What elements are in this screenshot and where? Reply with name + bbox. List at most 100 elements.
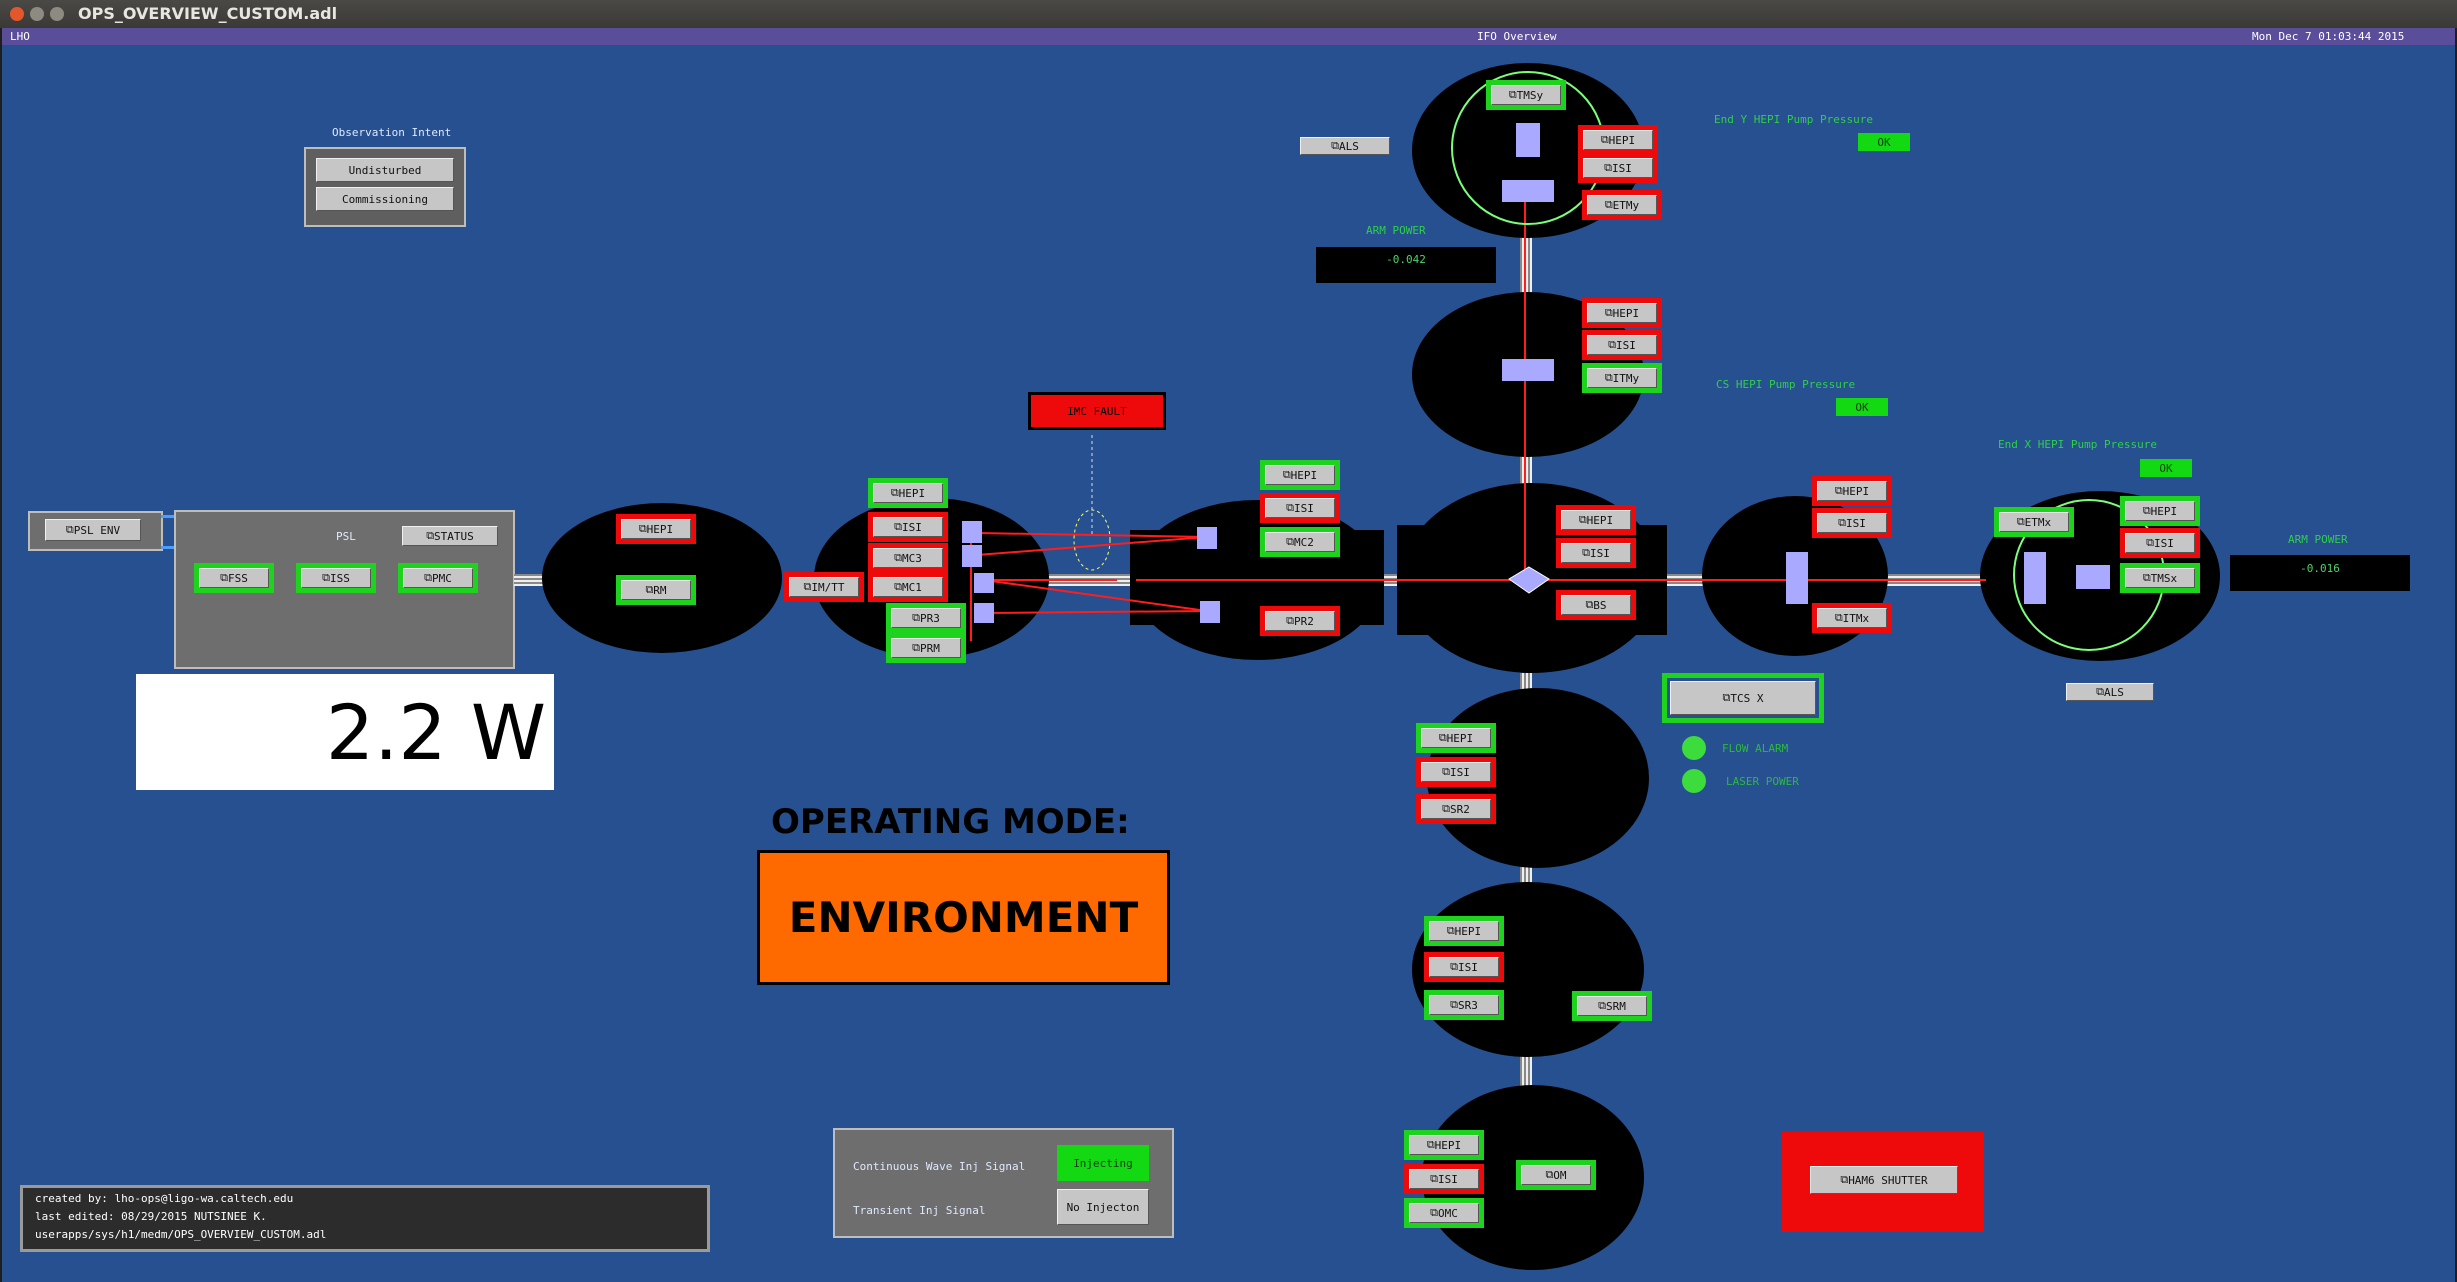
srm-button[interactable]: ⧉SRM xyxy=(1577,996,1647,1016)
im-tt-indicator: ⧉IM/TT xyxy=(784,572,864,602)
bsc2-isi-indicator: ⧉ISI xyxy=(1556,538,1636,568)
sr2-button[interactable]: ⧉SR2 xyxy=(1421,799,1491,819)
iss-label: ISS xyxy=(329,571,350,585)
itmx-hepi-button[interactable]: ⧉HEPI xyxy=(1817,481,1887,501)
endy-als-button[interactable]: ⧉ALS xyxy=(1300,137,1390,155)
mc2-button[interactable]: ⧉MC2 xyxy=(1265,532,1335,552)
ham6-shutter-button[interactable]: ⧉HAM6 SHUTTER xyxy=(1810,1166,1958,1194)
endx-als-button[interactable]: ⧉ALS xyxy=(2066,683,2154,701)
tmsy-indicator: ⧉TMSy xyxy=(1486,80,1566,110)
omc-label: OMC xyxy=(1437,1206,1458,1220)
pr2-optic xyxy=(1200,601,1220,623)
endy-hepi-button[interactable]: ⧉HEPI xyxy=(1583,130,1653,150)
omc-button[interactable]: ⧉OMC xyxy=(1409,1203,1479,1223)
tcs-x-button[interactable]: ⧉TCS X xyxy=(1670,681,1816,715)
tmsx-indicator: ⧉TMSx xyxy=(2120,563,2200,593)
tmsx-label: TMSx xyxy=(2150,571,2178,585)
etmx-button[interactable]: ⧉ETMx xyxy=(1999,512,2069,532)
pr2-button[interactable]: ⧉PR2 xyxy=(1265,611,1335,631)
rm-button[interactable]: ⧉RM xyxy=(621,580,691,600)
mc2-label: MC2 xyxy=(1293,535,1314,549)
screen-header: LHO IFO Overview Mon Dec 7 01:03:44 2015 xyxy=(2,28,2455,45)
bsc2-hepi-indicator: ⧉HEPI xyxy=(1556,505,1636,535)
itmy-isi-indicator: ⧉ISI xyxy=(1582,330,1662,360)
ham6-isi-button[interactable]: ⧉ISI xyxy=(1409,1169,1479,1189)
ham2-hepi-label: HEPI xyxy=(898,486,926,500)
flow-alarm-led xyxy=(1682,736,1706,760)
fss-button[interactable]: ⧉FSS xyxy=(199,568,269,588)
close-window-button[interactable] xyxy=(10,7,24,21)
minimize-window-button[interactable] xyxy=(30,7,44,21)
ham2-hepi-button[interactable]: ⧉HEPI xyxy=(873,483,943,503)
mc3-button[interactable]: ⧉MC3 xyxy=(873,548,943,568)
bsc2-hepi-label: HEPI xyxy=(1586,513,1614,527)
ham4-isi-button[interactable]: ⧉ISI xyxy=(1421,762,1491,782)
ham4-hepi-button[interactable]: ⧉HEPI xyxy=(1421,728,1491,748)
pr3-indicator: ⧉PR3 xyxy=(886,603,966,633)
etmy-label: ETMy xyxy=(1612,198,1640,212)
ham2-isi-button[interactable]: ⧉ISI xyxy=(873,517,943,537)
fss-indicator: ⧉FSS xyxy=(194,563,274,593)
endx-hepi-indicator: ⧉HEPI xyxy=(2120,496,2200,526)
ham3-isi-button[interactable]: ⧉ISI xyxy=(1265,498,1335,518)
timestamp: Mon Dec 7 01:03:44 2015 xyxy=(2252,30,2405,43)
bsc2-isi-button[interactable]: ⧉ISI xyxy=(1561,543,1631,563)
prm-button[interactable]: ⧉PRM xyxy=(891,638,961,658)
tmsy-button[interactable]: ⧉TMSy xyxy=(1491,85,1561,105)
ham5-isi-button[interactable]: ⧉ISI xyxy=(1429,957,1499,977)
itmy-isi-label: ISI xyxy=(1615,338,1636,352)
rm-label: RM xyxy=(653,583,667,597)
sr3-label: SR3 xyxy=(1457,998,1478,1012)
endx-isi-indicator: ⧉ISI xyxy=(2120,528,2200,558)
psl-status-button[interactable]: ⧉STATUS xyxy=(402,526,498,546)
endx-isi-button[interactable]: ⧉ISI xyxy=(2125,533,2195,553)
pmc-button[interactable]: ⧉PMC xyxy=(403,568,473,588)
endx-als-label: ALS xyxy=(2103,685,2124,699)
commissioning-button[interactable]: Commissioning xyxy=(316,187,454,211)
sr2-indicator: ⧉SR2 xyxy=(1416,794,1496,824)
bsc2-hepi-button[interactable]: ⧉HEPI xyxy=(1561,510,1631,530)
imc-fault-marker xyxy=(1073,509,1111,571)
om-button[interactable]: ⧉OM xyxy=(1521,1165,1591,1185)
sr3-button[interactable]: ⧉SR3 xyxy=(1429,995,1499,1015)
tmsx-optic xyxy=(2076,565,2110,589)
psl-tube xyxy=(514,574,548,586)
transient-inj-label: Transient Inj Signal xyxy=(853,1204,986,1217)
im-tt-button[interactable]: ⧉IM/TT xyxy=(789,577,859,597)
itmy-indicator: ⧉ITMy xyxy=(1582,363,1662,393)
maximize-window-button[interactable] xyxy=(50,7,64,21)
ham3-isi-label: ISI xyxy=(1293,501,1314,515)
psl-env-label: PSL ENV xyxy=(73,523,121,537)
ham3-hepi-button[interactable]: ⧉HEPI xyxy=(1265,465,1335,485)
ham1-hepi-button[interactable]: ⧉HEPI xyxy=(621,519,691,539)
etmy-button[interactable]: ⧉ETMy xyxy=(1587,195,1657,215)
itmx-indicator: ⧉ITMx xyxy=(1812,603,1892,633)
operating-mode-value: ENVIRONMENT xyxy=(757,850,1170,985)
itmy-isi-button[interactable]: ⧉ISI xyxy=(1587,335,1657,355)
pr3-button[interactable]: ⧉PR3 xyxy=(891,608,961,628)
credits-panel: created by: lho-ops@ligo-wa.caltech.edu … xyxy=(20,1185,710,1252)
undisturbed-button[interactable]: Undisturbed xyxy=(316,158,454,182)
endy-isi-button[interactable]: ⧉ISI xyxy=(1583,158,1653,178)
credits-last-edited: last edited: 08/29/2015 NUTSINEE K. xyxy=(35,1210,267,1223)
itmx-isi-button[interactable]: ⧉ISI xyxy=(1817,513,1887,533)
operating-mode-title: OPERATING MODE: xyxy=(771,802,1130,842)
bs-button[interactable]: ⧉BS xyxy=(1561,595,1631,615)
itmy-hepi-button[interactable]: ⧉HEPI xyxy=(1587,303,1657,323)
om-indicator: ⧉OM xyxy=(1516,1160,1596,1190)
psl-env-button[interactable]: ⧉PSL ENV xyxy=(45,519,141,541)
endy-hepi-label: HEPI xyxy=(1608,133,1636,147)
endx-hepi-button[interactable]: ⧉HEPI xyxy=(2125,501,2195,521)
iss-button[interactable]: ⧉ISS xyxy=(301,568,371,588)
endx-pump-label: End X HEPI Pump Pressure xyxy=(1998,438,2157,451)
ham5-hepi-button[interactable]: ⧉HEPI xyxy=(1429,921,1499,941)
pr2-indicator: ⧉PR2 xyxy=(1260,606,1340,636)
itmx-button[interactable]: ⧉ITMx xyxy=(1817,608,1887,628)
itmy-button[interactable]: ⧉ITMy xyxy=(1587,368,1657,388)
mc1-button[interactable]: ⧉MC1 xyxy=(873,577,943,597)
site-label: LHO xyxy=(10,30,30,43)
ham6-hepi-button[interactable]: ⧉HEPI xyxy=(1409,1135,1479,1155)
screen-title: IFO Overview xyxy=(1477,30,1557,43)
itmx-isi-indicator: ⧉ISI xyxy=(1812,508,1892,538)
tmsx-button[interactable]: ⧉TMSx xyxy=(2125,568,2195,588)
